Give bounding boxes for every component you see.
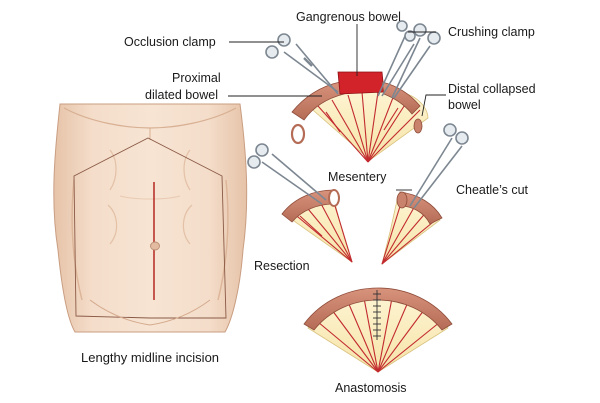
resection-clamp-left bbox=[247, 143, 327, 205]
resection-right-segment bbox=[381, 191, 443, 266]
abdomen-torso bbox=[53, 103, 248, 333]
mesentery-vessels-bottom bbox=[317, 297, 441, 373]
gangrenous-segment bbox=[337, 71, 385, 95]
label-proximal-line2: dilated bowel bbox=[145, 88, 218, 102]
label-distal-line1: Distal collapsed bbox=[448, 82, 536, 96]
label-mesentery: Mesentery bbox=[328, 170, 387, 184]
label-anastomosis: Anastomosis bbox=[335, 381, 407, 395]
label-distal-line2: bowel bbox=[448, 98, 481, 112]
proximal-bowel-end bbox=[290, 123, 306, 145]
occlusion-clamp bbox=[265, 33, 339, 95]
label-resection: Resection bbox=[254, 259, 310, 273]
top-bowel-loop bbox=[290, 71, 429, 163]
mesentery-vessels-top bbox=[317, 91, 421, 163]
label-gangrenous-bowel: Gangrenous bowel bbox=[296, 10, 401, 24]
label-occlusion-clamp: Occlusion clamp bbox=[124, 35, 216, 49]
umbilicus bbox=[150, 241, 160, 251]
label-crushing-clamp: Crushing clamp bbox=[448, 25, 535, 39]
label-midline-incision: Lengthy midline incision bbox=[81, 350, 219, 365]
anastomosis-bowel bbox=[303, 287, 453, 373]
label-cheatles-cut: Cheatle’s cut bbox=[456, 183, 529, 197]
leader-lines bbox=[228, 24, 446, 191]
distal-bowel-end bbox=[413, 118, 423, 134]
resection-clamp-right bbox=[409, 123, 469, 209]
crushing-clamp bbox=[377, 20, 441, 99]
label-proximal-line1: Proximal bbox=[172, 71, 221, 85]
anastomosis-suture-line bbox=[373, 290, 381, 340]
resection-left-segment bbox=[281, 189, 353, 264]
